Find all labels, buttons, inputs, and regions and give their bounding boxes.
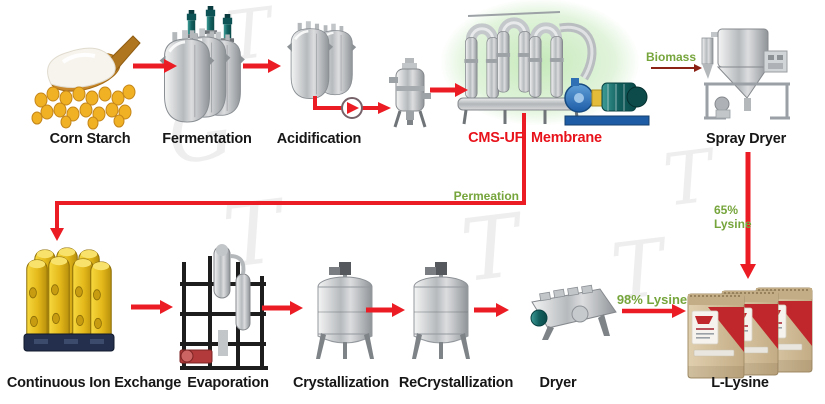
flow-arrowheads bbox=[50, 59, 756, 318]
crystallization-image bbox=[315, 261, 375, 360]
label-acidification: Acidification bbox=[276, 131, 362, 147]
label-evaporation: Evaporation bbox=[187, 375, 269, 391]
label-cms-uf-membrane: CMS-UF Membrane bbox=[468, 130, 602, 146]
label-dryer: Dryer bbox=[539, 375, 577, 391]
label-fermentation: Fermentation bbox=[162, 131, 252, 147]
pump-image bbox=[564, 78, 650, 126]
cms-uf-membrane-image bbox=[440, 0, 650, 126]
pump-symbol-icon bbox=[341, 97, 363, 119]
label-l-lysine: L-Lysine bbox=[711, 375, 769, 391]
annotation-permeation: Permeation bbox=[453, 189, 519, 203]
label-crystallization: Crystallization bbox=[292, 375, 390, 391]
filter-vessel-image bbox=[389, 58, 431, 128]
label-corn-starch: Corn Starch bbox=[49, 131, 131, 147]
dryer-image bbox=[530, 284, 617, 340]
l-lysine-bags-image bbox=[687, 287, 813, 379]
label-continuous-ion-exchange: Continuous Ion Exchange bbox=[6, 375, 182, 391]
flow-arrows bbox=[55, 63, 751, 314]
spray-dryer-image bbox=[701, 28, 790, 120]
annotation-biomass: Biomass bbox=[645, 50, 697, 64]
annotation-65-pct: 65% bbox=[714, 203, 739, 217]
biomass-arrow bbox=[651, 64, 702, 72]
recrystallization-image bbox=[411, 261, 471, 360]
continuous-ion-exchange-image bbox=[23, 247, 115, 352]
annotation-98-lysine: 98% Lysine bbox=[616, 292, 688, 307]
annotation-65-lysine: 65% Lysine bbox=[714, 203, 752, 231]
acidification-image bbox=[285, 19, 358, 100]
arrow-permeation-line bbox=[55, 113, 526, 228]
label-recrystallization: ReCrystallization bbox=[398, 375, 514, 391]
label-spray-dryer: Spray Dryer bbox=[705, 131, 787, 147]
evaporation-image bbox=[179, 244, 268, 370]
annotation-65-word: Lysine bbox=[714, 217, 752, 231]
corn-starch-image bbox=[31, 35, 141, 130]
